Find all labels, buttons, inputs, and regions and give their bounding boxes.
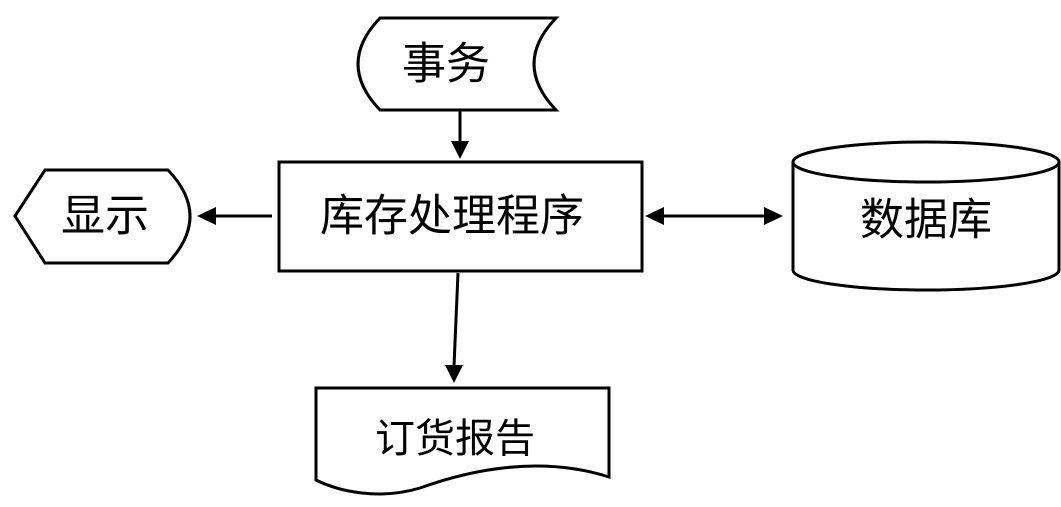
- node-database: 数据库: [791, 140, 1061, 292]
- node-order-report: 订货报告: [314, 386, 611, 496]
- edge-transaction-to-process: [451, 110, 469, 159]
- edge-process-to-display: [197, 207, 272, 225]
- arrowhead-down-icon: [451, 141, 469, 159]
- node-inventory-process: 库存处理程序: [277, 160, 644, 273]
- node-order-report-label: 订货报告: [375, 416, 535, 462]
- node-display-label: 显示: [61, 191, 149, 242]
- arrowhead-down-icon: [445, 365, 463, 383]
- node-display: 显示: [13, 168, 192, 265]
- edge-process-to-report-line: [452, 272, 460, 367]
- node-inventory-process-label: 库存处理程序: [320, 191, 584, 242]
- node-transaction: 事务: [356, 16, 560, 112]
- arrowhead-left-icon: [197, 207, 216, 225]
- node-inventory-process-shape: [277, 160, 644, 273]
- arrowhead-left-icon: [645, 207, 664, 225]
- node-database-top: [791, 140, 1061, 184]
- node-database-label: 数据库: [860, 195, 992, 246]
- node-display-shape: [13, 168, 192, 265]
- node-database-body: [791, 162, 1061, 292]
- edge-process-to-database: [645, 207, 783, 225]
- node-transaction-label: 事务: [402, 39, 490, 90]
- node-order-report-shape: [314, 386, 611, 496]
- edge-process-to-report: [445, 272, 463, 383]
- arrowhead-right-icon: [764, 207, 783, 225]
- node-transaction-shape: [356, 16, 560, 112]
